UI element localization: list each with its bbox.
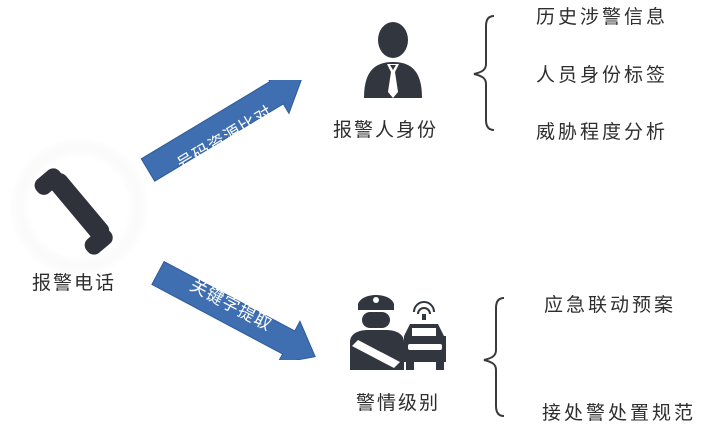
identity-item-3: 威胁程度分析 xyxy=(536,121,669,143)
level-bracket xyxy=(483,297,505,417)
police-car-icon xyxy=(348,290,448,372)
source-label: 报警电话 xyxy=(32,272,117,294)
identity-bracket xyxy=(473,15,495,131)
level-item-1: 应急联动预案 xyxy=(544,294,677,316)
identity-label: 报警人身份 xyxy=(333,119,439,141)
identity-item-2: 人员身份标签 xyxy=(536,64,669,86)
phone-icon-group xyxy=(4,135,154,280)
level-item-2: 接处警处置规范 xyxy=(542,402,697,424)
arrow-lower: 关键字提取 xyxy=(148,255,328,360)
identity-item-1: 历史涉警信息 xyxy=(536,6,669,28)
person-icon xyxy=(360,20,426,100)
level-label: 警情级别 xyxy=(356,392,441,414)
arrow-upper: 号码资源比对 xyxy=(138,80,323,190)
phone-icon xyxy=(9,137,149,277)
